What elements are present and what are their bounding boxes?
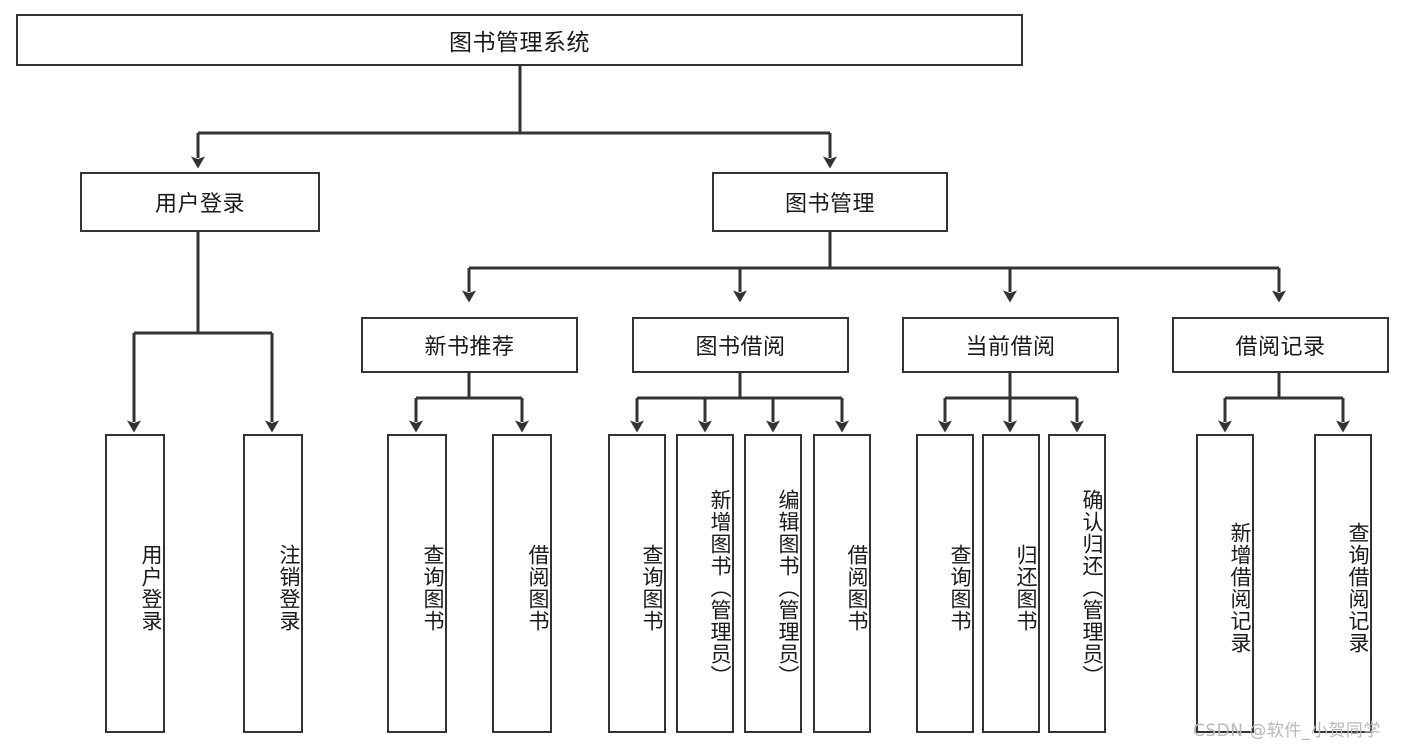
leaf-query-book-recommend[interactable]: 查询图书 <box>387 434 447 733</box>
leaf-borrow-book-recommend[interactable]: 借阅图书 <box>492 434 552 733</box>
leaf-query-book-borrow[interactable]: 查询图书 <box>608 434 666 733</box>
leaf-edit-book-admin[interactable]: 编辑图书（管理员） <box>744 434 802 733</box>
node-new-book-recommend[interactable]: 新书推荐 <box>361 317 578 373</box>
leaf-add-book-admin[interactable]: 新增图书（管理员） <box>676 434 734 733</box>
node-user-login[interactable]: 用户登录 <box>80 172 320 232</box>
node-current-borrow[interactable]: 当前借阅 <box>902 317 1119 373</box>
leaf-confirm-return-admin[interactable]: 确认归还（管理员） <box>1048 434 1106 733</box>
leaf-user-login[interactable]: 用户登录 <box>105 434 165 733</box>
leaf-borrow-book[interactable]: 借阅图书 <box>813 434 871 733</box>
leaf-return-book[interactable]: 归还图书 <box>982 434 1040 733</box>
node-book-management[interactable]: 图书管理 <box>712 172 948 232</box>
leaf-query-book-current[interactable]: 查询图书 <box>916 434 974 733</box>
csdn-watermark: CSDN @软件_小贺同学 <box>1193 721 1381 741</box>
node-root[interactable]: 图书管理系统 <box>16 14 1023 66</box>
leaf-logout[interactable]: 注销登录 <box>243 434 303 733</box>
leaf-query-borrow-record[interactable]: 查询借阅记录 <box>1314 434 1372 733</box>
node-book-borrow[interactable]: 图书借阅 <box>632 317 849 373</box>
node-borrow-record[interactable]: 借阅记录 <box>1172 317 1389 373</box>
leaf-add-borrow-record[interactable]: 新增借阅记录 <box>1196 434 1254 733</box>
